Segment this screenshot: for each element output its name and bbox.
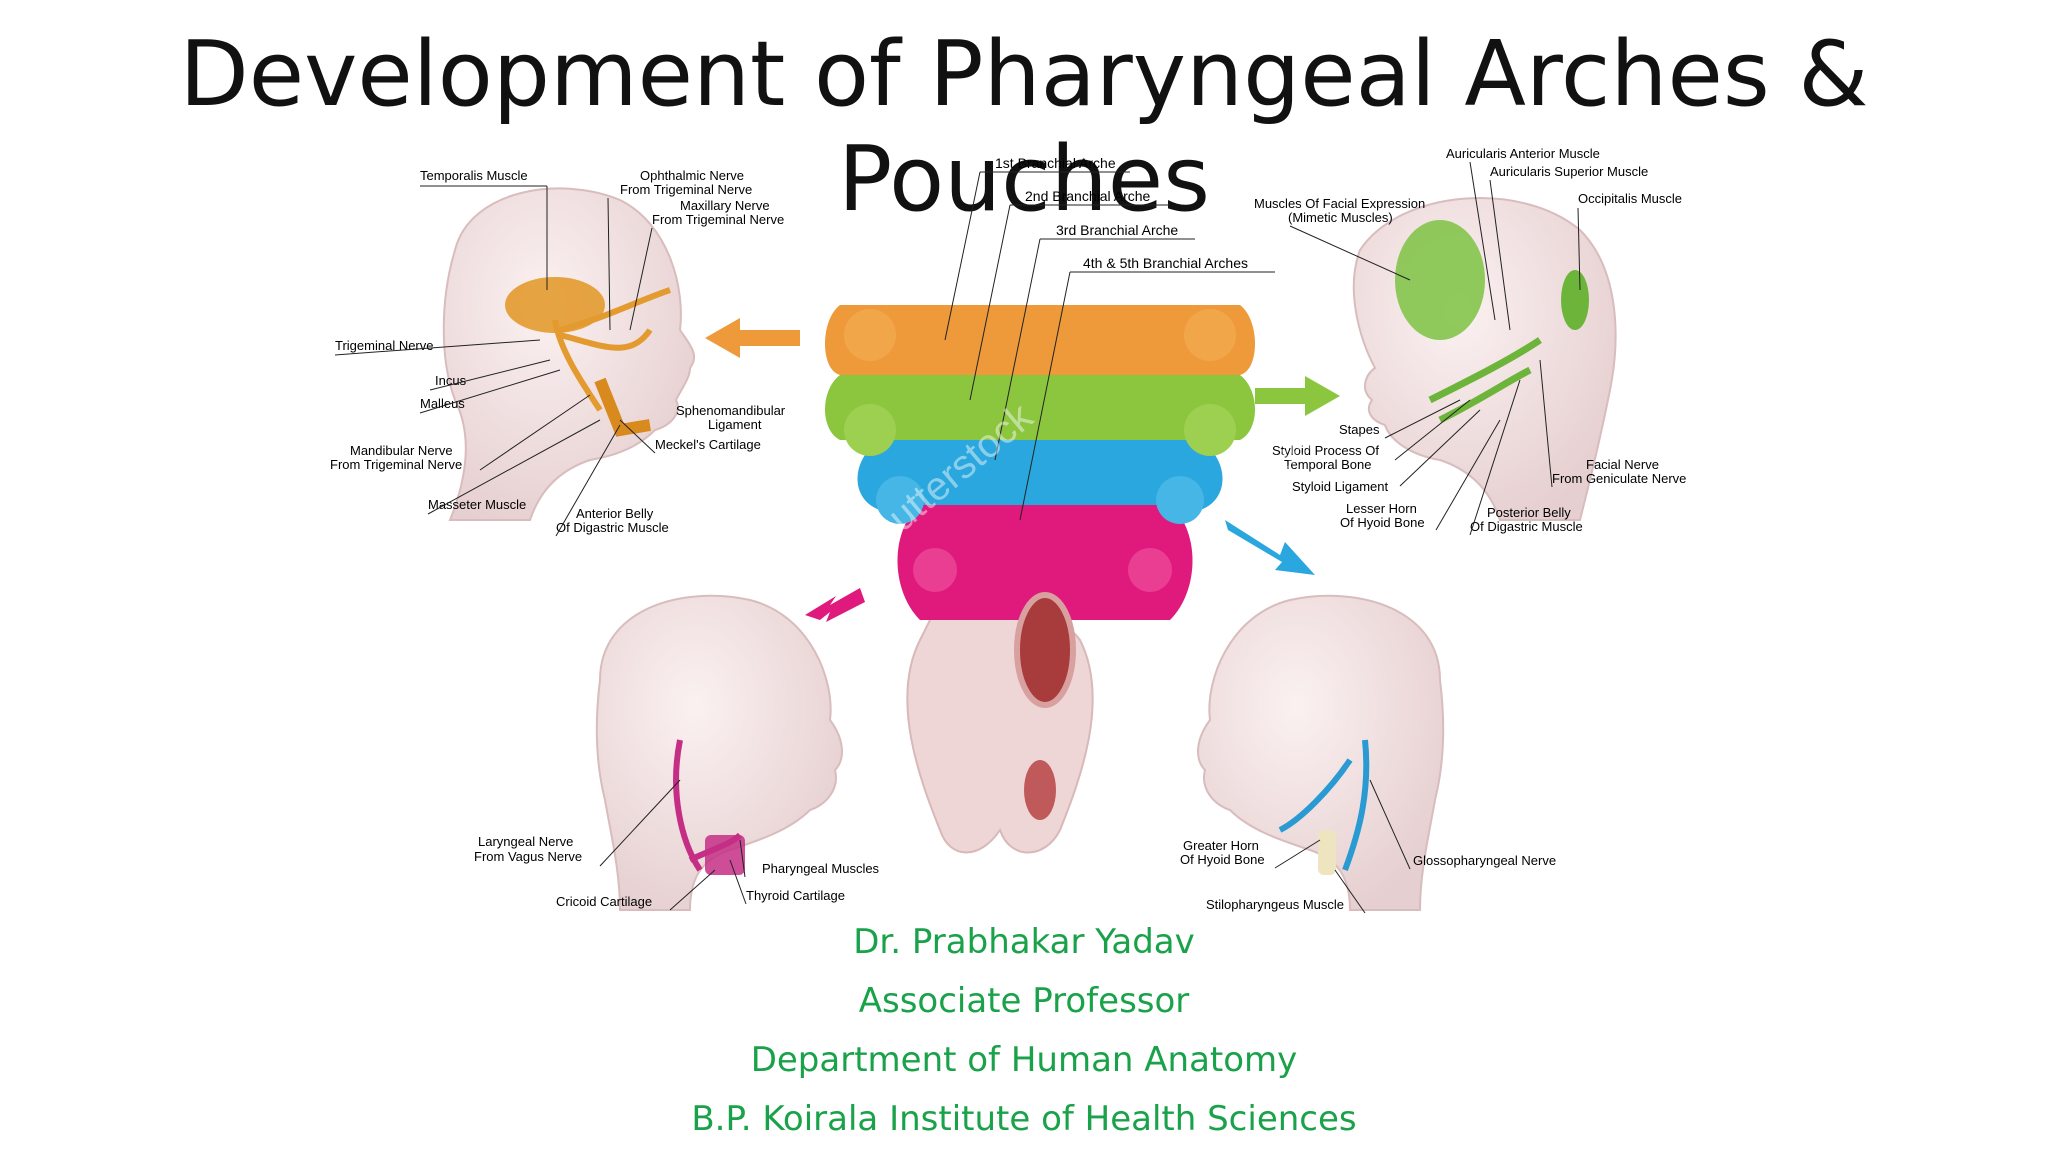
arrow-pink — [805, 588, 865, 622]
label-thyroid: Thyroid Cartilage — [746, 888, 845, 903]
label-lesser-2: Of Hyoid Bone — [1340, 515, 1425, 530]
arch-4-band — [897, 505, 1193, 620]
label-lesser-1: Lesser Horn — [1346, 501, 1417, 516]
label-arch-1: 1st Branchial Arche — [995, 155, 1116, 171]
label-meckel: Meckel's Cartilage — [655, 437, 761, 452]
arch-labels: 1st Branchial Arche 2nd Branchial Arche … — [944, 155, 1275, 521]
branchial-arches-model — [825, 305, 1255, 854]
label-ophthalmic-2: From Trigeminal Nerve — [620, 182, 752, 197]
facial-muscles-shape — [1395, 220, 1485, 340]
label-posterior-1: Posterior Belly — [1487, 505, 1571, 520]
label-facial-nerve-2: From Geniculate Nerve — [1552, 471, 1686, 486]
author-position: Associate Professor — [858, 981, 1190, 1021]
label-incus: Incus — [435, 373, 467, 388]
label-stapes: Stapes — [1339, 422, 1380, 437]
label-digastric-1: Anterior Belly — [576, 506, 654, 521]
arch-2-band — [825, 375, 1255, 440]
first-arch-head — [442, 187, 696, 521]
arrow-blue — [1225, 520, 1315, 575]
label-glosso: Glossopharyngeal Nerve — [1413, 853, 1556, 868]
glossopharyngeal-nerve-shape — [1278, 739, 1370, 872]
arch-1-band — [825, 305, 1255, 375]
label-arch-4-5: 4th & 5th Branchial Arches — [1083, 255, 1248, 271]
head-outline-bottom-left — [595, 594, 843, 911]
label-auric-ant: Auricularis Anterior Muscle — [1446, 146, 1600, 161]
author-institute: B.P. Koirala Institute of Health Science… — [691, 1099, 1357, 1139]
label-laryngeal-2: From Vagus Nerve — [474, 849, 582, 864]
hyoid-shape — [1318, 830, 1336, 875]
label-styloid-lig: Styloid Ligament — [1292, 479, 1388, 494]
arrow-green — [1255, 376, 1340, 416]
label-malleus: Malleus — [420, 396, 465, 411]
label-occipitalis: Occipitalis Muscle — [1578, 191, 1682, 206]
larynx-shape — [705, 835, 745, 875]
occipitalis-shape — [1561, 270, 1589, 330]
label-ophthalmic-1: Ophthalmic Nerve — [640, 168, 744, 183]
label-digastric-2: Of Digastric Muscle — [556, 520, 669, 535]
label-facial-exp-2: (Mimetic Muscles) — [1288, 210, 1393, 225]
label-styloid-1: Styloid Process Of — [1272, 443, 1379, 458]
first-arch-labels: Temporalis Muscle Ophthalmic Nerve From … — [330, 168, 786, 537]
third-arch-labels: Greater Horn Of Hyoid Bone Glossopharyng… — [1180, 779, 1556, 914]
label-auric-sup: Auricularis Superior Muscle — [1490, 164, 1648, 179]
label-styloid-2: Temporal Bone — [1284, 457, 1371, 472]
label-facial-nerve-1: Facial Nerve — [1586, 457, 1659, 472]
second-arch-labels: Auricularis Anterior Muscle Auricularis … — [1254, 146, 1686, 536]
arrows — [705, 318, 1340, 622]
arrow-orange — [705, 318, 800, 358]
label-facial-exp-1: Muscles Of Facial Expression — [1254, 196, 1425, 211]
arch-3-band — [857, 440, 1223, 510]
second-arch-head — [1352, 197, 1617, 521]
label-temporalis: Temporalis Muscle — [420, 168, 528, 183]
label-posterior-2: Of Digastric Muscle — [1470, 519, 1583, 534]
pharyngeal-arches-diagram: Temporalis Muscle Ophthalmic Nerve From … — [330, 146, 1686, 914]
label-maxillary-2: From Trigeminal Nerve — [652, 212, 784, 227]
label-mandibular-1: Mandibular Nerve — [350, 443, 453, 458]
label-spheno-1: Sphenomandibular — [676, 403, 786, 418]
author-name: Dr. Prabhakar Yadav — [853, 922, 1195, 962]
label-mandibular-2: From Trigeminal Nerve — [330, 457, 462, 472]
slide-title: Development of Pharyngeal Arches & Pouch… — [179, 22, 1869, 232]
author-department: Department of Human Anatomy — [750, 1040, 1298, 1080]
label-masseter: Masseter Muscle — [428, 497, 526, 512]
fourth-arch-labels: Laryngeal Nerve From Vagus Nerve Pharyng… — [474, 779, 880, 911]
trigeminal-nerve-shape — [552, 287, 671, 412]
label-arch-3: 3rd Branchial Arche — [1056, 222, 1178, 238]
third-arch-head — [1197, 594, 1445, 911]
label-trigeminal: Trigeminal Nerve — [335, 338, 434, 353]
temporalis-muscle-shape — [505, 277, 605, 333]
label-pharyngeal: Pharyngeal Muscles — [762, 861, 880, 876]
laryngeal-opening — [1024, 760, 1056, 820]
mandible-shape — [594, 377, 651, 437]
head-outline-bottom-right — [1197, 594, 1445, 911]
label-cricoid: Cricoid Cartilage — [556, 894, 652, 909]
label-laryngeal-1: Laryngeal Nerve — [478, 834, 573, 849]
label-greater-2: Of Hyoid Bone — [1180, 852, 1265, 867]
label-arch-2: 2nd Branchial Arche — [1025, 188, 1151, 204]
pharyngeal-opening — [1014, 592, 1076, 708]
label-spheno-2: Ligament — [708, 417, 762, 432]
label-stylo: Stilopharyngeus Muscle — [1206, 897, 1344, 912]
label-greater-1: Greater Horn — [1183, 838, 1259, 853]
fourth-arch-head — [595, 594, 843, 911]
label-maxillary-1: Maxillary Nerve — [680, 198, 770, 213]
